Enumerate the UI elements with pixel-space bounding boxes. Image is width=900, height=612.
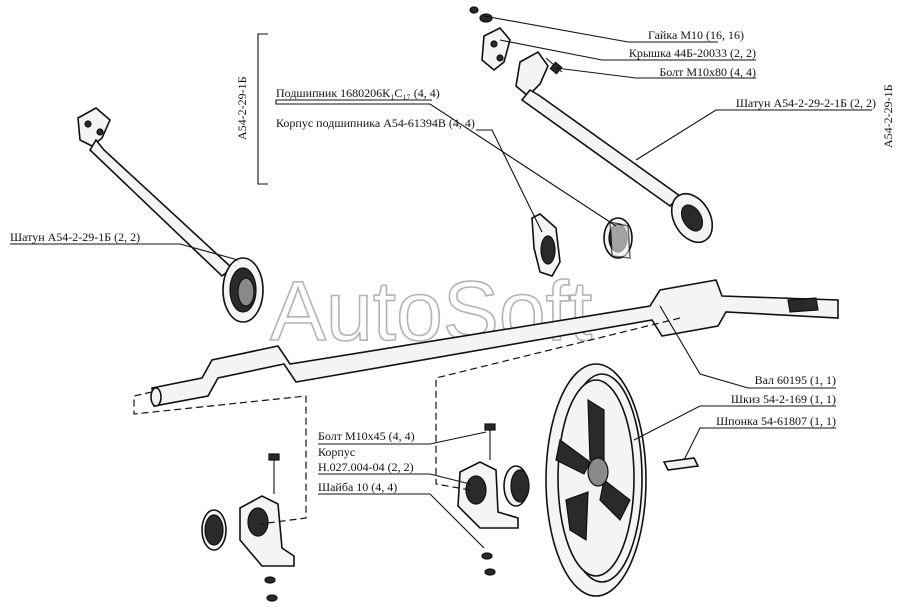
label-bolt-m10x45: Болт М10х45 (4, 4) [318,429,415,443]
assembly-code-right: А54-2-29-1Б [881,84,895,148]
label-rod-left: Шатун А54-2-29-1Б (2, 2) [10,230,140,244]
key-drawing [662,457,700,471]
label-cover: Крышка 44Б-20033 (2, 2) [629,46,756,60]
rod-right-drawing [469,6,714,244]
label-key: Шпонка 54-61807 (1, 1) [716,414,836,428]
housing-right-drawing [457,423,530,576]
label-bolt-m10x80: Болт М10х80 (4, 4) [659,65,756,79]
leader-lines [10,15,872,549]
assembly-code-left: А54-2-29-1Б [235,76,249,140]
housing-left-drawing [201,453,295,602]
label-rod-right: Шатун А54-2-29-2-1Б (2, 2) [736,96,876,110]
rod-left-drawing [77,107,264,323]
label-nut: Гайка М10 (16, 16) [648,28,744,42]
label-shaft: Вал 60195 (1, 1) [755,373,836,387]
pulley-drawing [545,363,647,597]
label-pulley: Шкиз 54-2-169 (1, 1) [731,392,836,406]
label-housing-line1: Корпус [318,445,355,459]
assembly-line-right [435,317,681,491]
assembly-bracket [257,33,268,185]
bearing-upper-drawing [531,213,633,277]
label-bearing: Подшипник 1680206К₁С₁₇ (4, 4) [276,86,440,100]
shaft-drawing [150,279,839,407]
assembly-line-left [133,391,307,525]
label-bearing-housing: Корпус подшипника А54-61394В (4, 4) [276,116,475,130]
label-washer: Шайба 10 (4, 4) [318,480,397,494]
label-housing-line2: Н.027.004-04 (2, 2) [318,460,414,474]
